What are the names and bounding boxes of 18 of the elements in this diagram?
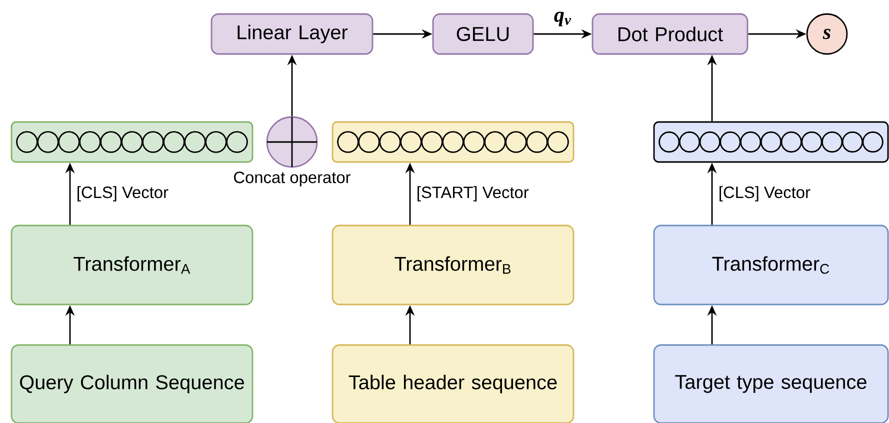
process-box: GELU bbox=[432, 13, 534, 55]
process-box: Transformer$_{B}$ bbox=[332, 224, 574, 306]
edge-label: q$_{v}$ bbox=[552, 10, 573, 28]
process-box: Target type sequence bbox=[653, 344, 889, 423]
operator-label: Concat operator bbox=[234, 172, 351, 186]
process-box: Linear Layer bbox=[210, 13, 374, 55]
process-box: Dot Product bbox=[592, 13, 748, 55]
vector-bar bbox=[332, 121, 574, 163]
vector-bar bbox=[653, 121, 889, 163]
edge-label: [CLS] Vector bbox=[717, 184, 812, 203]
concat-operator bbox=[266, 116, 318, 168]
edge-label: [CLS] Vector bbox=[75, 184, 170, 203]
process-box: Query Column Sequence bbox=[10, 344, 254, 423]
process-box: Transformer$_{C}$ bbox=[653, 224, 889, 306]
edge-label: [START] Vector bbox=[415, 184, 530, 203]
vector-bar bbox=[10, 121, 254, 163]
process-box: Table header sequence bbox=[332, 344, 574, 423]
process-box: Transformer$_{A}$ bbox=[10, 224, 254, 306]
